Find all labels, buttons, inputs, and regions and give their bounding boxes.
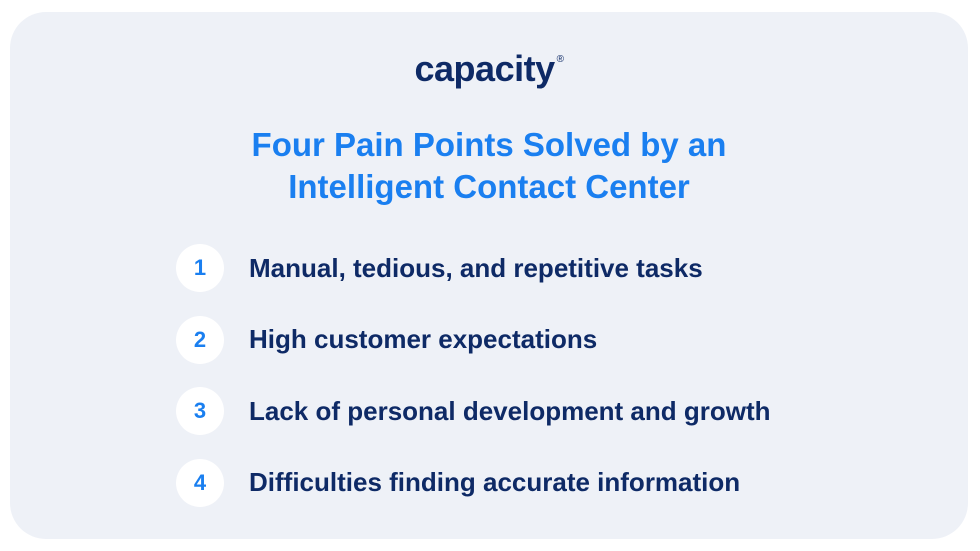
- item-label: Manual, tedious, and repetitive tasks: [249, 252, 703, 283]
- list-item: 4 Difficulties finding accurate informat…: [176, 458, 771, 507]
- capacity-logo: capacity®: [10, 48, 968, 90]
- list-item: 3 Lack of personal development and growt…: [176, 387, 771, 435]
- list-item: 1 Manual, tedious, and repetitive tasks: [176, 244, 771, 292]
- title-line-1: Four Pain Points Solved by an: [251, 126, 727, 163]
- number-badge: 1: [176, 244, 224, 292]
- item-label: Lack of personal development and growth: [249, 395, 771, 426]
- title-line-2: Intelligent Contact Center: [288, 168, 690, 205]
- registered-mark: ®: [556, 54, 564, 65]
- number-badge: 4: [176, 458, 224, 507]
- list-item: 2 High customer expectations: [176, 315, 771, 364]
- infographic-card: capacity® Four Pain Points Solved by an …: [10, 12, 968, 539]
- item-label: High customer expectations: [249, 324, 598, 354]
- logo-text: capacity: [414, 48, 556, 89]
- pain-points-list: 1 Manual, tedious, and repetitive tasks …: [176, 244, 771, 530]
- page-title: Four Pain Points Solved by an Intelligen…: [10, 124, 968, 208]
- number-badge: 3: [176, 387, 224, 435]
- number-badge: 2: [176, 315, 224, 364]
- item-label: Difficulties finding accurate informatio…: [249, 467, 741, 497]
